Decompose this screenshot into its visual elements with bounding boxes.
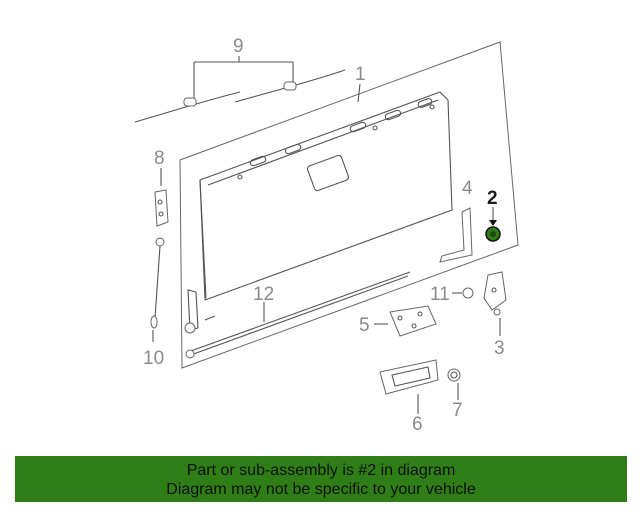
part-4-hinge-bracket [439,207,473,263]
callout-2: 2 [487,188,498,209]
part-2-bushing [485,207,501,242]
callout-6: 6 [412,414,423,435]
part-5-latch [374,305,437,337]
callout-7: 7 [452,400,463,421]
callout-9: 9 [233,36,244,57]
part-6-handle [379,359,439,414]
callout-10: 10 [143,348,164,369]
part-8-hinge [154,168,169,227]
leader-1 [357,83,361,103]
callout-8: 8 [154,148,165,169]
callout-12: 12 [253,284,274,305]
tailgate-panel [179,41,519,369]
part-9-cables [134,56,346,123]
part-7-lock-cylinder [447,368,461,400]
part-11-stud [452,287,474,299]
parts-diagram: 9 1 8 4 2 12 11 5 3 10 7 6 [134,36,519,435]
part-12-rod [185,271,411,359]
callout-5: 5 [359,315,370,336]
part-10-support-cable [150,237,165,342]
panel-slots [237,98,435,192]
callout-3: 3 [494,338,505,359]
banner-line-1: Part or sub-assembly is #2 in diagram [186,462,456,479]
callout-11: 11 [430,284,450,305]
callout-1: 1 [355,64,366,85]
callout-4: 4 [462,178,473,199]
banner-line-2: Diagram may not be specific to your vehi… [166,481,476,498]
part-3-hinge [483,271,507,336]
info-banner: Part or sub-assembly is #2 in diagram Di… [15,456,627,502]
